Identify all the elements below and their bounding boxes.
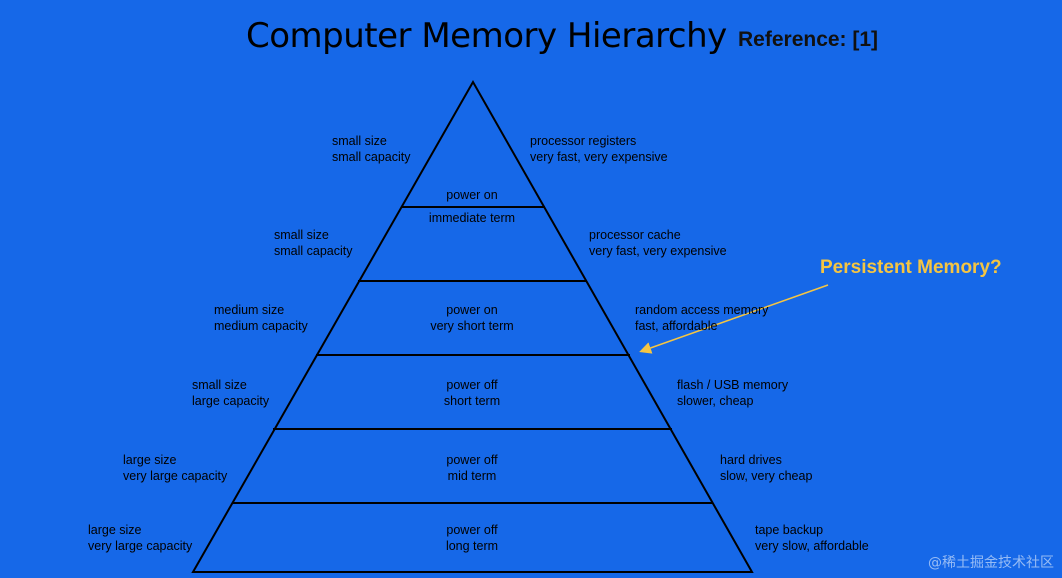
tier-3-center-label: power on very short term	[430, 303, 514, 333]
tier-5-right-label: hard drives slow, very cheap	[720, 453, 813, 483]
pyramid-outline	[191, 79, 754, 573]
page-title: Computer Memory Hierarchy	[246, 16, 727, 56]
watermark-text: @稀土掘金技术社区	[928, 555, 1054, 571]
callout-arrow	[639, 284, 829, 354]
tier-1-center-label: power on	[446, 188, 498, 202]
tier-4-left-label: small size large capacity	[192, 378, 270, 408]
reference-label: Reference: [1]	[738, 28, 879, 51]
tier-1-right-label: processor registers very fast, very expe…	[530, 134, 668, 164]
persistent-memory-callout: Persistent Memory?	[820, 257, 1002, 278]
tier-6-right-label: tape backup very slow, affordable	[755, 523, 869, 553]
tier-6-center-label: power off long term	[445, 523, 499, 553]
tier-5-left-label: large size very large capacity	[123, 453, 228, 483]
tier-3-left-label: medium size medium capacity	[214, 303, 308, 333]
tier-6-left-label: large size very large capacity	[88, 523, 193, 553]
tier-2-center-label: immediate term	[428, 211, 516, 225]
tier-4-right-label: flash / USB memory slower, cheap	[677, 378, 789, 408]
tier-3-right-label: random access memory fast, affordable	[635, 303, 769, 333]
tier-5-center-label: power off mid term	[446, 453, 498, 483]
tier-2-left-label: small size small capacity	[274, 228, 353, 258]
tier-2-right-label: processor cache very fast, very expensiv…	[589, 228, 727, 258]
tier-1-left-label: small size small capacity	[332, 134, 411, 164]
tier-4-center-label: power off short term	[443, 378, 501, 408]
